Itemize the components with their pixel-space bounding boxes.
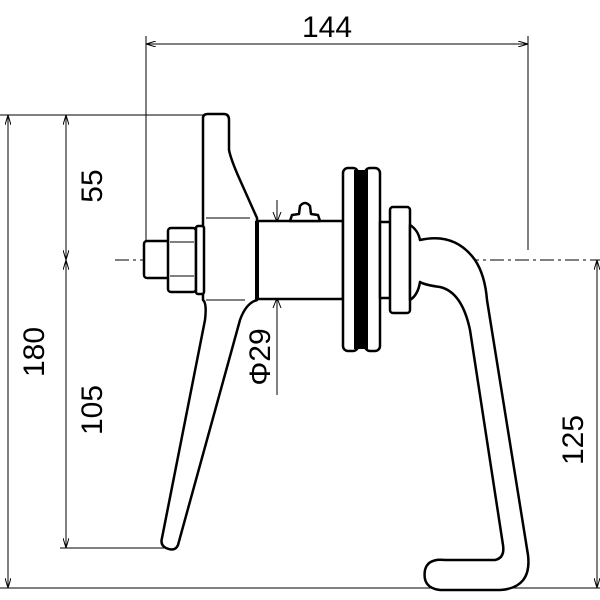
handle-boss	[388, 205, 412, 315]
nut	[166, 226, 198, 294]
dim-label-phi29: Φ29	[244, 328, 277, 385]
grease-nipple	[288, 201, 322, 223]
t-lever	[160, 112, 259, 551]
shaft	[255, 219, 345, 301]
dim-label-180: 180	[18, 327, 51, 377]
bolt-end	[142, 239, 172, 280]
dim-label-125: 125	[557, 415, 590, 465]
dim-label-105: 105	[76, 385, 109, 435]
dim-label-144: 144	[302, 11, 352, 44]
door-handle	[408, 223, 530, 592]
dim-label-55: 55	[76, 169, 109, 202]
